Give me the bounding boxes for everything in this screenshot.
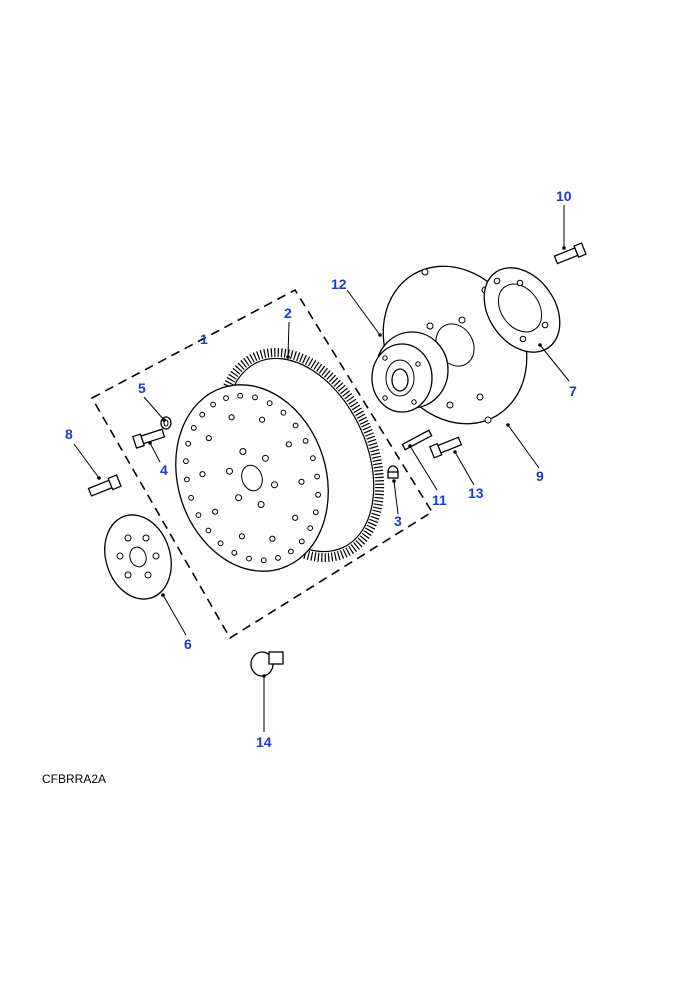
plate-hole [269,535,276,542]
callout-1: 1 [200,331,208,347]
dowel-3 [387,465,399,479]
plate-hole [312,509,319,516]
callout-7: 7 [569,383,577,399]
plate-hole [210,401,217,408]
callout-4: 4 [160,462,168,478]
callout-9: 9 [536,468,544,484]
drawing-code: CFBRRA2A [42,772,106,786]
plate-hole [199,411,206,418]
plate-hole [285,441,292,448]
pin-11 [401,429,433,451]
plate-hole [237,392,244,399]
callout-10: 10 [556,188,572,204]
plate-hole [184,476,190,483]
plate-hole [223,395,229,402]
bolt-13 [428,436,463,459]
plate-hole [188,494,195,501]
assembly-group-outline [90,288,434,640]
bolt-8 [87,474,122,497]
plate-hole [298,478,305,485]
plate-hole [205,435,212,442]
adaptor-plate [104,514,172,600]
plate-hole [307,525,314,531]
plate-hole [183,458,189,465]
plate-hole [217,540,224,547]
callout-5: 5 [138,380,146,396]
plate-hole [261,454,269,462]
callout-11: 11 [432,492,447,508]
plate-hole [302,438,309,444]
callout-8: 8 [65,426,73,442]
plate-hole [252,394,258,401]
plate-hole [310,455,316,462]
plate-hole [266,400,273,407]
plate-hole [199,471,206,478]
leader-lines [73,205,570,732]
plate-hole [271,481,278,489]
plate-hole [190,425,197,431]
callout-12: 12 [331,276,347,292]
plate-hole [260,557,267,564]
plate-hole [288,548,294,555]
callout-14: 14 [256,734,272,750]
plate-hole [226,467,233,475]
plate-hole [257,501,265,508]
plate-hole [275,555,281,561]
callout-3: 3 [394,513,402,529]
plate-hole [205,527,212,534]
plate-hole [259,416,266,423]
plate-hole [246,555,252,562]
hub [371,331,449,413]
plate-hole [314,473,321,480]
callout-13: 13 [468,485,484,501]
spigot-bush-14 [250,651,284,677]
drive-plate [175,384,329,572]
bolt-10 [553,242,587,265]
plate-hole [280,409,287,416]
plate-hole [231,549,238,556]
callout-6: 6 [184,636,192,652]
spacer-ring [483,267,561,353]
plate-hole [228,414,235,421]
plate-hole [315,491,322,498]
plate-hole [235,494,243,502]
plate-hole [292,514,299,521]
bolt-4 [132,428,166,449]
plate-hole [239,448,247,455]
plate-hole [195,512,202,518]
plate-hole [298,538,305,545]
plate-hole [212,508,219,515]
plate-hole [292,422,299,429]
plate-hole [185,440,192,447]
plate-hole [238,533,245,540]
callout-2: 2 [284,305,292,321]
